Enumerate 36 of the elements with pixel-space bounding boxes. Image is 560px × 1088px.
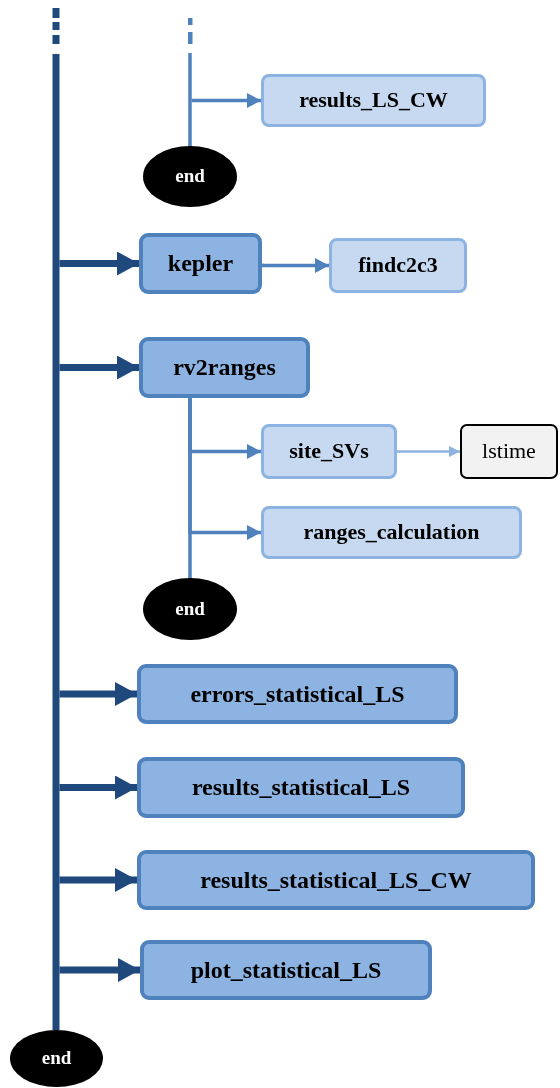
process-box <box>261 424 397 479</box>
node-label: ranges_calculation <box>303 520 480 545</box>
arrow <box>397 446 460 457</box>
node-label: results_LS_CW <box>299 88 448 113</box>
arrow <box>191 93 261 108</box>
process-box <box>329 238 467 293</box>
node-label: site_SVs <box>289 439 369 464</box>
arrow <box>59 958 140 982</box>
process-box <box>139 233 262 294</box>
node-label: results_statistical_LS <box>191 774 411 801</box>
process-box <box>460 424 558 479</box>
arrow <box>59 868 137 892</box>
arrow <box>59 355 139 380</box>
process-box <box>137 757 465 818</box>
node-label: end <box>175 598 205 620</box>
connector-line <box>188 398 192 578</box>
node-label: errors_statistical_LS <box>190 680 405 708</box>
process-box <box>137 664 458 724</box>
arrow <box>59 775 137 800</box>
arrow <box>260 258 329 273</box>
process-box <box>140 940 432 1000</box>
node-label: rv2ranges <box>173 354 276 381</box>
node-label: end <box>41 1048 72 1069</box>
node-label: end <box>175 166 205 187</box>
node-label: kepler <box>167 250 234 277</box>
connector-line <box>188 53 192 146</box>
arrow <box>59 251 139 276</box>
node-label: plot_statistical_LS <box>190 956 382 984</box>
node-label: results_statistical_LS_CW <box>200 866 472 894</box>
process-box <box>261 506 522 559</box>
process-box <box>261 74 486 127</box>
node-label: findc2c3 <box>358 253 438 278</box>
process-box <box>137 850 535 910</box>
node-label: lstime <box>482 439 536 464</box>
process-box <box>139 337 310 398</box>
arrow <box>59 682 137 706</box>
